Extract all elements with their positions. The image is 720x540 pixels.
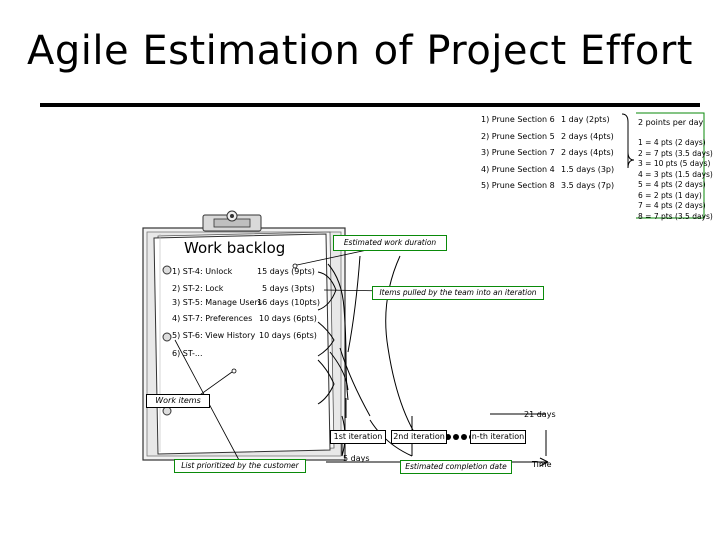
backlog-item: 2) ST-2: Lock [172, 284, 224, 293]
backlog-item: 3) ST-5: Manage Users [172, 298, 262, 307]
items-pulled-callout: Items pulled by the team into an iterati… [372, 286, 544, 300]
iteration-box: 1st iteration [330, 430, 386, 444]
rate-note: 2 points per day [638, 118, 704, 127]
list-item: 1.5 days (3p) [561, 164, 615, 174]
estimated-work-duration-callout: Estimated work duration [333, 235, 447, 251]
backlog-item: 5) ST-6: View History [172, 331, 256, 340]
sections-brace [621, 113, 635, 169]
list-item: 4 = 3 pts (1.5 days) [638, 169, 713, 179]
list-item: 3 = 10 pts (5 days) [638, 159, 711, 168]
list-item: 5 = 4 pts (2 days) [638, 180, 706, 189]
list-item: 3.5 days (7p) [561, 181, 615, 190]
list-prioritized-callout: List prioritized by the customer [174, 459, 306, 473]
backlog-estimate: 15 days (9pts) [257, 267, 315, 276]
mapping-bracket [636, 112, 705, 219]
list-item: 1) Prune Section 6 [481, 115, 555, 124]
pin-icon [162, 265, 172, 416]
list-item: 3) Prune Section 7 [481, 148, 555, 157]
timeline [326, 255, 549, 467]
work-items-callout: Work items [146, 394, 210, 408]
backlog-title: Work backlog [184, 239, 286, 257]
list-item: 2) Prune Section 5 [481, 131, 555, 141]
title-divider [40, 103, 700, 107]
backlog-estimate: 10 days (6pts) [259, 331, 317, 340]
list-item: 6 = 2 pts (1 day) [638, 190, 702, 200]
list-item: 2 days (4pts) [561, 131, 614, 141]
backlog-estimate: 10 days (6pts) [259, 314, 317, 323]
list-item: 2 days (4pts) [561, 148, 614, 157]
list-item: 4) Prune Section 4 [481, 164, 555, 174]
iteration-braces [317, 263, 349, 405]
backlog-item: 4) ST-7: Preferences [172, 314, 253, 323]
page-title: Agile Estimation of Project Effort [27, 28, 693, 74]
list-item: 1 = 4 pts (2 days) [638, 138, 706, 147]
section-estimates: 1 day (2pts) 2 days (4pts) 2 days (4pts)… [561, 112, 614, 195]
backlog-estimate: 16 days (10pts) [257, 298, 320, 307]
timeline-end-label: 21 days [524, 410, 556, 419]
points-mapping: 1 = 4 pts (2 days) 2 = 7 pts (3.5 days) … [638, 138, 713, 222]
backlog-item: 1) ST-4: Unlock [172, 267, 233, 276]
list-item: 1 day (2pts) [561, 115, 610, 124]
iteration-box: 2nd iteration [391, 430, 447, 444]
iteration-box: n-th iteration [470, 430, 526, 444]
list-item: 5) Prune Section 8 [481, 181, 555, 190]
time-axis-label: Time [532, 460, 552, 469]
estimated-completion-callout: Estimated completion date [400, 460, 512, 474]
backlog-estimate: 5 days (3pts) [262, 284, 315, 293]
list-item: 7 = 4 pts (2 days) [638, 201, 706, 210]
timeline-start-label: 5 days [343, 454, 370, 463]
list-item: 2 = 7 pts (3.5 days) [638, 148, 713, 158]
section-list: 1) Prune Section 6 2) Prune Section 5 3)… [481, 112, 555, 195]
backlog-item: 6) ST-... [172, 349, 203, 358]
list-item: 8 = 7 pts (3.5 days) [638, 211, 713, 221]
